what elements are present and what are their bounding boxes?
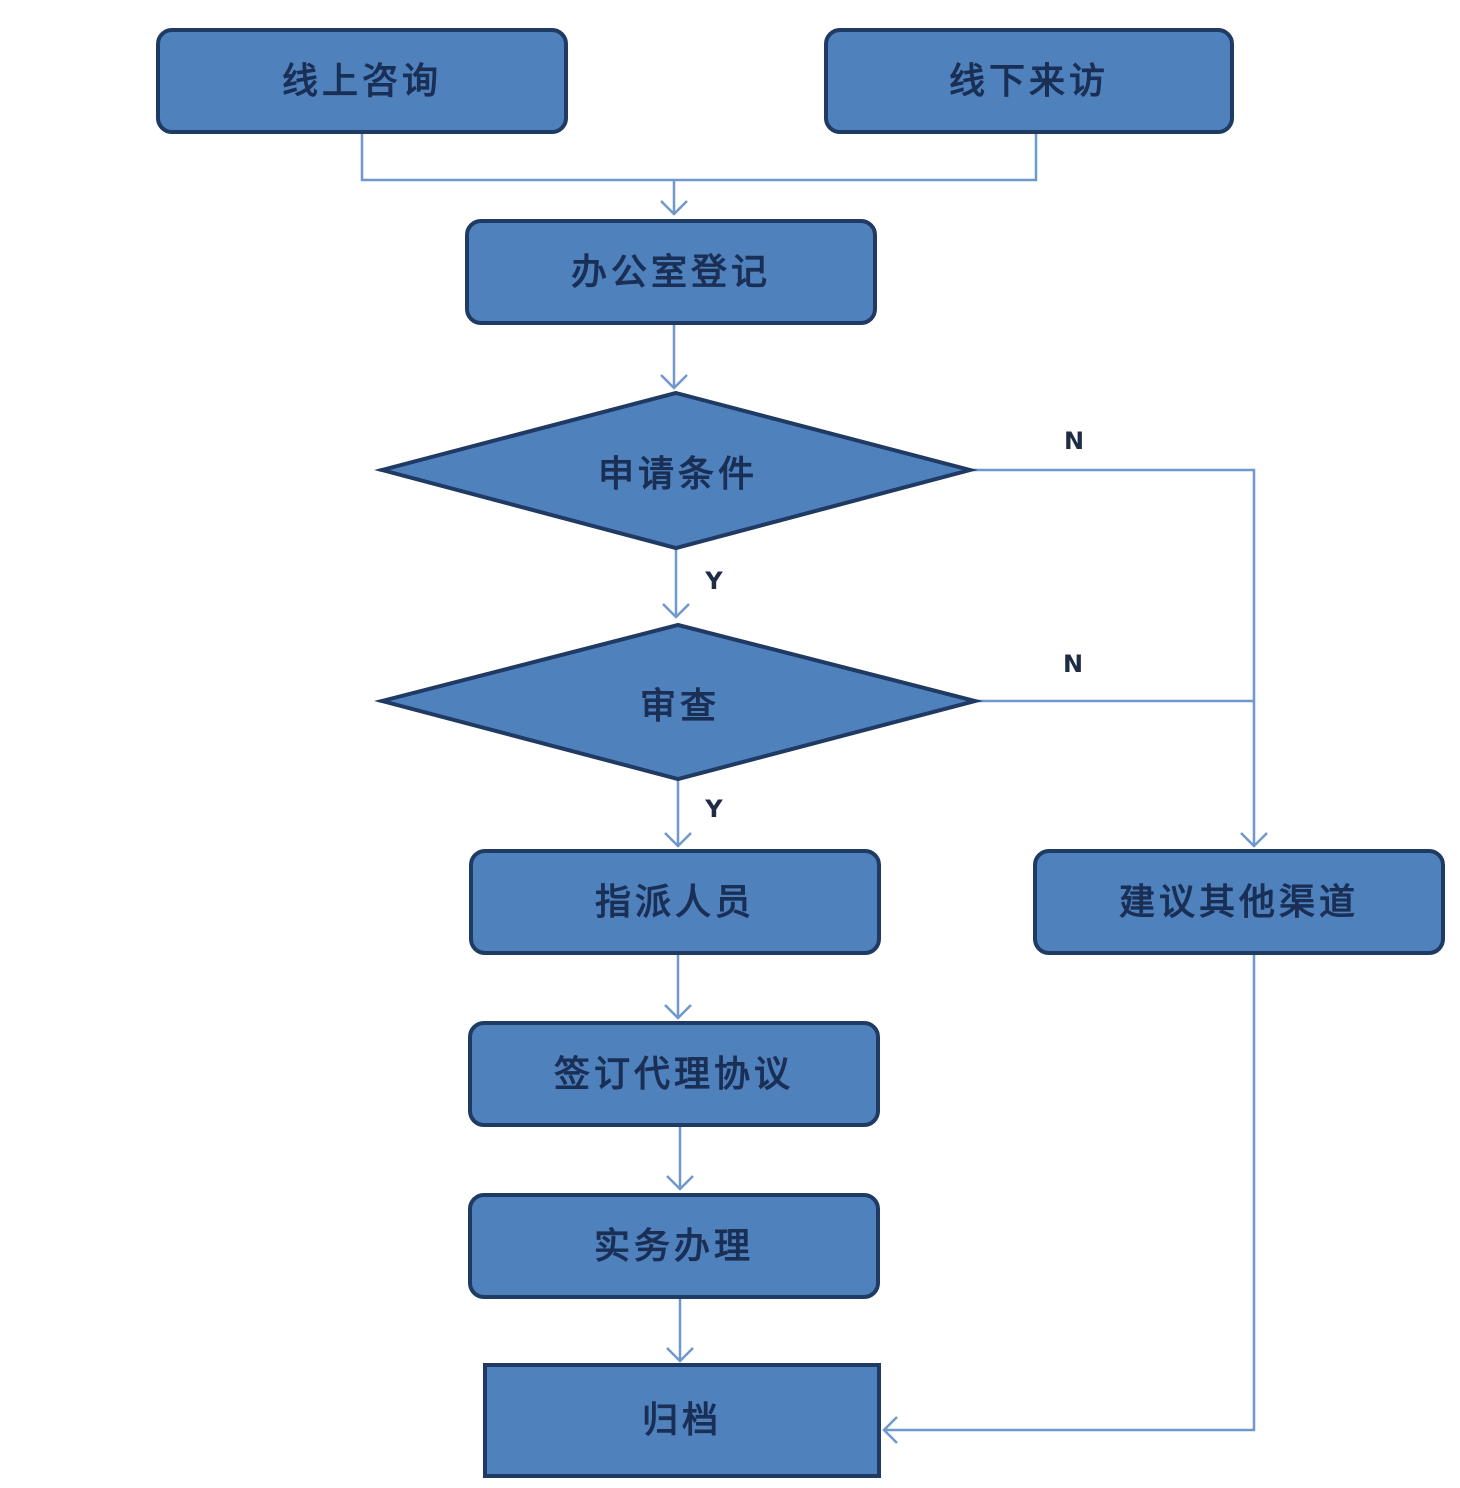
- node-assign-box: [469, 849, 881, 955]
- arrow-into-other: [1240, 832, 1268, 848]
- node-review-diamond: [374, 622, 983, 782]
- node-online-box: [156, 28, 568, 134]
- node-other-label: 建议其他渠道: [1119, 881, 1359, 923]
- node-offline: 线下来访: [824, 28, 1234, 134]
- node-sign-box: [468, 1021, 880, 1127]
- connectors: [360, 134, 1268, 1444]
- node-assign: 指派人员: [469, 849, 881, 955]
- edge-online-to-merge: [360, 134, 674, 182]
- arrow-into-conditions: [660, 374, 688, 390]
- node-sign-label: 签订代理协议: [554, 1053, 794, 1095]
- node-handle-box: [468, 1193, 880, 1299]
- arrow-into-handle: [666, 1175, 694, 1191]
- branch-review-yes: Y: [704, 795, 723, 823]
- node-office-label: 办公室登记: [571, 251, 771, 293]
- branch-conditions-yes: Y: [704, 567, 723, 595]
- node-conditions-diamond: [374, 390, 978, 551]
- node-assign-label: 指派人员: [595, 881, 755, 923]
- node-archive-label: 归档: [642, 1399, 722, 1441]
- node-office-box: [465, 219, 877, 325]
- node-other-box: [1033, 849, 1445, 955]
- edge-conditions-no: [970, 468, 1256, 846]
- node-archive-box: [483, 1363, 881, 1478]
- node-offline-box: [824, 28, 1234, 134]
- node-review-label: 审查: [640, 685, 720, 727]
- arrow-into-review: [662, 603, 690, 619]
- edge-offline-to-merge: [674, 134, 1038, 182]
- node-handle-label: 实务办理: [594, 1225, 754, 1267]
- node-handle: 实务办理: [468, 1193, 880, 1299]
- arrow-into-office: [660, 200, 688, 216]
- node-conditions-label: 申请条件: [598, 453, 758, 495]
- node-conditions: 申请条件: [374, 390, 978, 551]
- node-offline-label: 线下来访: [949, 60, 1109, 102]
- branch-conditions-no: N: [1064, 427, 1084, 455]
- node-online: 线上咨询: [156, 28, 568, 134]
- arrow-into-archive-side: [882, 1416, 898, 1444]
- node-sign: 签订代理协议: [468, 1021, 880, 1127]
- branch-review-no: N: [1063, 650, 1083, 678]
- node-online-label: 线上咨询: [282, 60, 442, 102]
- node-other: 建议其他渠道: [1033, 849, 1445, 955]
- arrow-into-sign: [664, 1004, 692, 1020]
- branch-labels: N Y N Y: [704, 427, 1084, 823]
- node-review: 审查: [374, 622, 983, 782]
- arrow-into-archive: [666, 1347, 694, 1363]
- node-archive: 归档: [483, 1363, 881, 1478]
- node-office: 办公室登记: [465, 219, 877, 325]
- edge-other-to-archive: [884, 954, 1256, 1432]
- arrow-into-assign: [664, 832, 692, 848]
